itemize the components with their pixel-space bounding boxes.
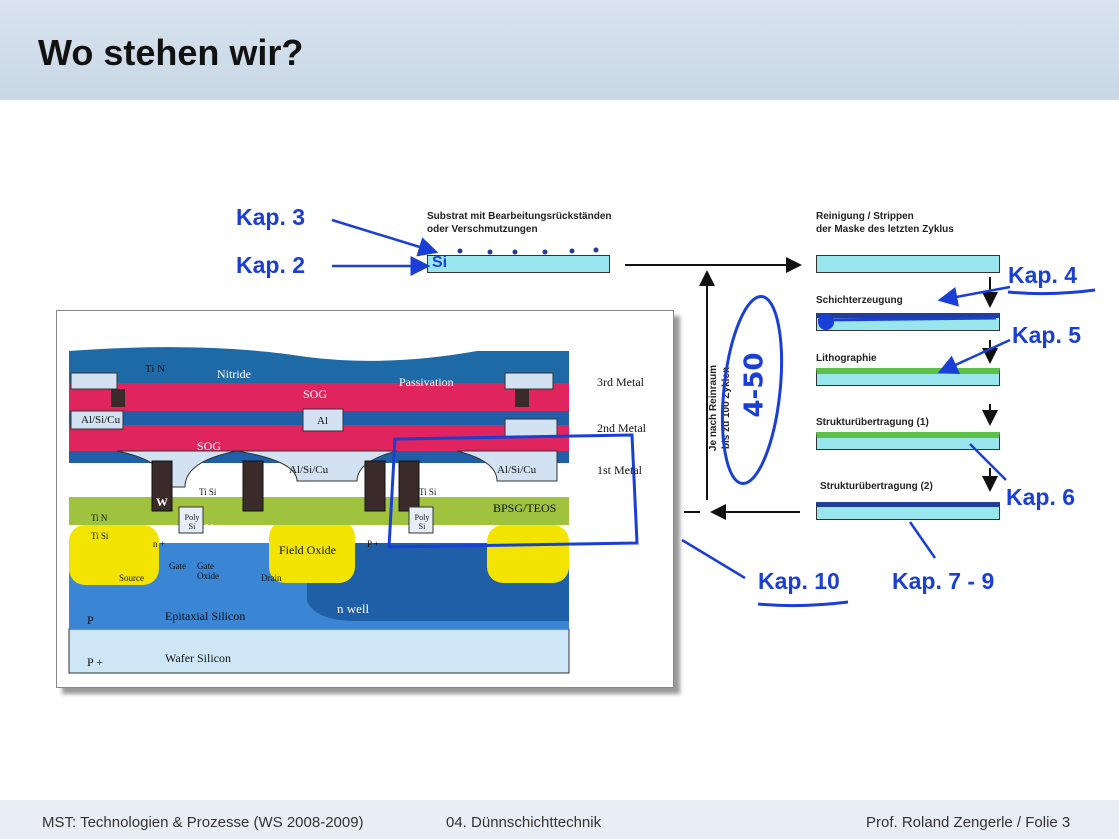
- kap2-annotation: Kap. 2: [236, 252, 306, 278]
- nitride-label: Nitride: [217, 367, 251, 381]
- cycle-label-2: bis zu 100 Zyklen: [721, 366, 732, 450]
- tisi-right-label: Ti Si: [419, 487, 437, 497]
- kap79-annotation: Kap. 7 - 9: [892, 568, 995, 594]
- tin-top-label: Ti N: [145, 363, 166, 375]
- tisi-mid-label: Ti Si: [199, 487, 217, 497]
- slide-header: Wo stehen wir?: [0, 0, 1119, 100]
- cmos-cross-section: Ti N Nitride Passivation 3rd Metal 2nd M…: [56, 310, 674, 688]
- footer-course: MST: Technologien & Prozesse (WS 2008-20…: [42, 814, 364, 831]
- kap3-annotation: Kap. 3: [236, 204, 306, 230]
- n-plus-label: n +: [153, 539, 165, 549]
- transfer2-label: Strukturübertragung (2): [820, 481, 933, 492]
- transfer1-label: Strukturübertragung (1): [816, 417, 929, 428]
- cleaned-wafer: [816, 255, 1000, 273]
- n-region-label: N: [205, 521, 214, 535]
- gate-oxide-label: Gate Oxide: [197, 561, 219, 581]
- footer-author: Prof. Roland Zengerle / Folie 3: [866, 814, 1071, 831]
- deposition-wafer: [816, 313, 1000, 331]
- transfer2-wafer: [816, 502, 1000, 520]
- alsicu-left-label: Al/Si/Cu: [81, 414, 121, 426]
- kap4-annotation: Kap. 4: [1008, 262, 1078, 288]
- p-plus-label: P +: [87, 655, 103, 669]
- al-label: Al: [317, 415, 328, 427]
- gate-label: Gate: [169, 561, 186, 571]
- cross-section-drawing: [68, 347, 639, 674]
- cleaning-label: Reinigung / Strippen der Maske des letzt…: [816, 211, 954, 235]
- cycle-label: Je nach Reinraum bis zu 100 Zyklen: [707, 353, 733, 463]
- alsicu-mid-label: Al/Si/Cu: [289, 464, 329, 476]
- epitaxial-label: Epitaxial Silicon: [165, 609, 246, 623]
- source-label: Source: [119, 573, 144, 583]
- passivation-label: Passivation: [399, 375, 454, 389]
- kap6-annotation: Kap. 6: [1006, 484, 1076, 510]
- drain-label: Drain: [261, 573, 282, 583]
- tin-left-label: Ti N: [91, 513, 108, 523]
- slide-footer: MST: Technologien & Prozesse (WS 2008-20…: [0, 800, 1119, 839]
- p-label: P: [87, 613, 94, 627]
- cycles-handwritten: 4-50: [739, 352, 770, 418]
- substrate-label: Substrat mit Bearbeitungsrückständen ode…: [427, 211, 612, 235]
- n-well-label: n well: [337, 601, 370, 616]
- wafer-label: Wafer Silicon: [165, 651, 232, 665]
- tisi-left-label: Ti Si: [91, 531, 109, 541]
- alsicu-right-label: Al/Si/Cu: [497, 464, 537, 476]
- deposition-label: Schichterzeugung: [816, 295, 903, 306]
- bpsg-label: BPSG/TEOS: [493, 501, 557, 515]
- slide-title: Wo stehen wir?: [38, 32, 304, 73]
- si-label: Si: [432, 254, 448, 271]
- cycle-label-1: Je nach Reinraum: [708, 364, 719, 452]
- kap5-annotation: Kap. 5: [1012, 322, 1082, 348]
- poly1-label: Poly Si: [184, 513, 200, 531]
- sog2-label: SOG: [197, 439, 222, 453]
- w-plug-label: W: [156, 495, 168, 509]
- field-oxide-label: Field Oxide: [279, 543, 336, 557]
- third-metal-label: 3rd Metal: [597, 375, 644, 389]
- second-metal-label: 2nd Metal: [597, 421, 646, 435]
- litho-label: Lithographie: [816, 353, 877, 364]
- kap10-annotation: Kap. 10: [758, 568, 840, 594]
- substrate-strip: [427, 255, 610, 273]
- litho-wafer: [816, 368, 1000, 386]
- poly2-label: Poly Si: [414, 513, 430, 531]
- first-metal-label: 1st Metal: [597, 463, 642, 477]
- transfer1-wafer: [816, 432, 1000, 450]
- sog1-label: SOG: [303, 387, 328, 401]
- footer-chapter: 04. Dünnschichttechnik: [446, 814, 602, 831]
- p-plus-small-label: P +: [367, 539, 379, 549]
